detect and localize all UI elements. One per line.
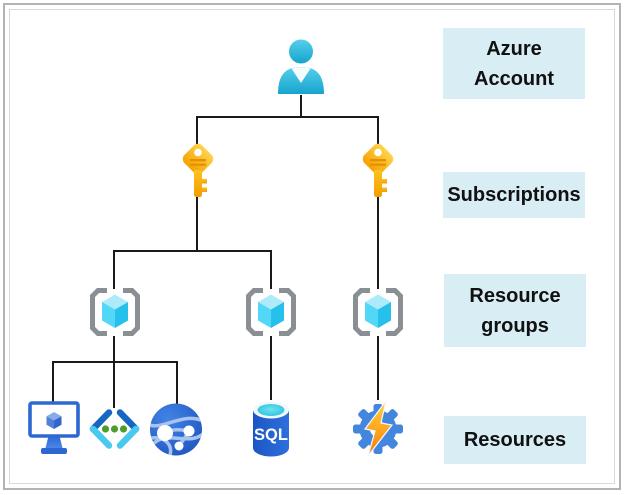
legend-line: Azure	[486, 37, 542, 60]
legend-azure-account: Azure Account	[443, 28, 585, 99]
legend-line: Subscriptions	[447, 184, 581, 206]
virtual-machine-icon	[28, 401, 80, 457]
code-brackets-icon	[88, 407, 141, 452]
legend-subscriptions: Subscriptions	[443, 172, 585, 218]
person-icon	[275, 38, 327, 95]
key-icon	[356, 141, 400, 199]
gear-lightning-icon	[350, 399, 406, 459]
resource-group-icon	[352, 287, 404, 337]
legend-resources: Resources	[444, 416, 586, 464]
resource-group-icon	[89, 287, 141, 337]
legend-line: Account	[474, 67, 554, 90]
key-icon	[176, 141, 220, 199]
resource-group-icon	[245, 287, 297, 337]
sql-database-icon: SQL	[249, 399, 293, 459]
legend-resource-groups: Resource groups	[444, 274, 586, 347]
legend-line: groups	[481, 314, 549, 337]
legend-line: Resources	[463, 429, 567, 451]
legend-line: Resource	[469, 284, 561, 307]
sql-label: SQL	[254, 426, 288, 444]
app-service-globe-icon	[149, 402, 203, 457]
